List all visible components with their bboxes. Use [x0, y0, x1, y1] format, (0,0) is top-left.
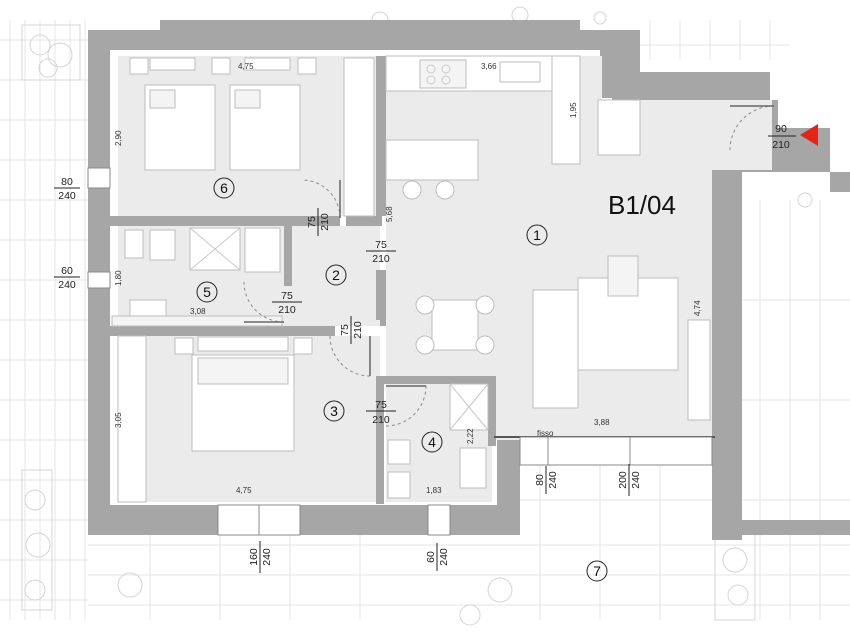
dim-room3-width: 4,75: [236, 486, 252, 495]
room-number: 2: [332, 267, 340, 283]
opening-door-room6: 75 210: [306, 208, 331, 236]
opening-width: 75: [306, 216, 318, 228]
opening-height: 210: [372, 253, 390, 265]
dim-kitchen-width: 3,66: [481, 62, 497, 71]
dim-bath5-depth: 1,80: [114, 270, 123, 286]
opening-width: 75: [375, 239, 387, 251]
room-badge-3: 3: [323, 400, 345, 422]
dim-room3-depth: 3,05: [114, 412, 123, 428]
room-badge-6: 6: [213, 177, 235, 199]
opening-height: 240: [261, 548, 273, 566]
dim-bath5-width: 3,08: [190, 307, 206, 316]
bathroom-5-fixtures: [111, 227, 285, 327]
opening-window-bath4: 60 240: [425, 543, 450, 571]
dim-bath4-width: 1,83: [426, 486, 442, 495]
opening-height: 240: [547, 471, 559, 489]
opening-width: 90: [775, 123, 787, 135]
opening-window-bath5: 60 240: [54, 265, 80, 291]
room-badge-5: 5: [196, 281, 218, 303]
opening-height: 240: [58, 190, 76, 202]
opening-width: 60: [61, 265, 73, 277]
opening-door-corridor: 75 210: [366, 239, 396, 265]
dim-corridor-length: 5,68: [385, 206, 394, 222]
opening-height: 210: [772, 139, 790, 151]
room-number: 7: [593, 563, 601, 579]
bedroom-6-furniture: [129, 57, 375, 219]
opening-window-living2: 200 240: [617, 464, 642, 496]
opening-height: 210: [372, 414, 390, 426]
room-number: 6: [220, 180, 228, 196]
opening-width: 80: [534, 474, 546, 486]
bedroom-3-furniture: [117, 335, 371, 503]
dim-living-width: 3,88: [594, 418, 610, 427]
room-number: 3: [330, 403, 338, 419]
opening-height: 210: [278, 304, 296, 316]
opening-window-room6: 80 240: [54, 176, 80, 202]
opening-width: 200: [617, 471, 629, 489]
opening-height: 240: [438, 548, 450, 566]
dim-kitchen-depth: 1,95: [569, 102, 578, 118]
bathroom-4-fixtures: [385, 383, 489, 499]
unit-code: B1/04: [608, 190, 676, 220]
opening-door-bath5: 75 210: [272, 290, 302, 316]
room-badge-4: 4: [421, 431, 443, 453]
opening-door-bath4: 75 210: [366, 399, 396, 426]
opening-width: 75: [375, 399, 387, 411]
opening-window-room3: 160 240: [248, 541, 273, 573]
dim-living-depth: 4,74: [693, 300, 702, 316]
opening-width: 60: [425, 551, 437, 563]
dim-room6-width: 4,75: [238, 62, 254, 71]
opening-width: 80: [61, 176, 73, 188]
dim-bath4-depth: 2,22: [466, 428, 475, 444]
dim-room6-depth: 2,90: [114, 130, 123, 146]
room-badge-1: 1: [526, 224, 548, 246]
opening-height: 240: [58, 279, 76, 291]
kitchen-living-furniture: [385, 55, 775, 421]
opening-entry: 90 210: [768, 123, 796, 151]
windows: [87, 167, 713, 536]
room-badge-2: 2: [325, 264, 347, 286]
partitions: [110, 56, 715, 535]
opening-height: 240: [630, 471, 642, 489]
opening-window-living1: 80 240: [534, 466, 559, 494]
opening-height: 210: [352, 321, 364, 339]
opening-width: 75: [281, 290, 293, 302]
entry-arrow-icon: [800, 124, 818, 146]
opening-width: 75: [339, 324, 351, 336]
opening-width: 160: [248, 548, 260, 566]
opening-height: 210: [319, 213, 331, 231]
fixed-panel-label: fisso: [537, 429, 554, 438]
room-badge-7: 7: [586, 560, 608, 582]
opening-door-room3: 75 210: [339, 316, 364, 344]
room-number: 4: [428, 434, 436, 450]
room-number: 1: [533, 227, 541, 243]
room-number: 5: [203, 284, 211, 300]
